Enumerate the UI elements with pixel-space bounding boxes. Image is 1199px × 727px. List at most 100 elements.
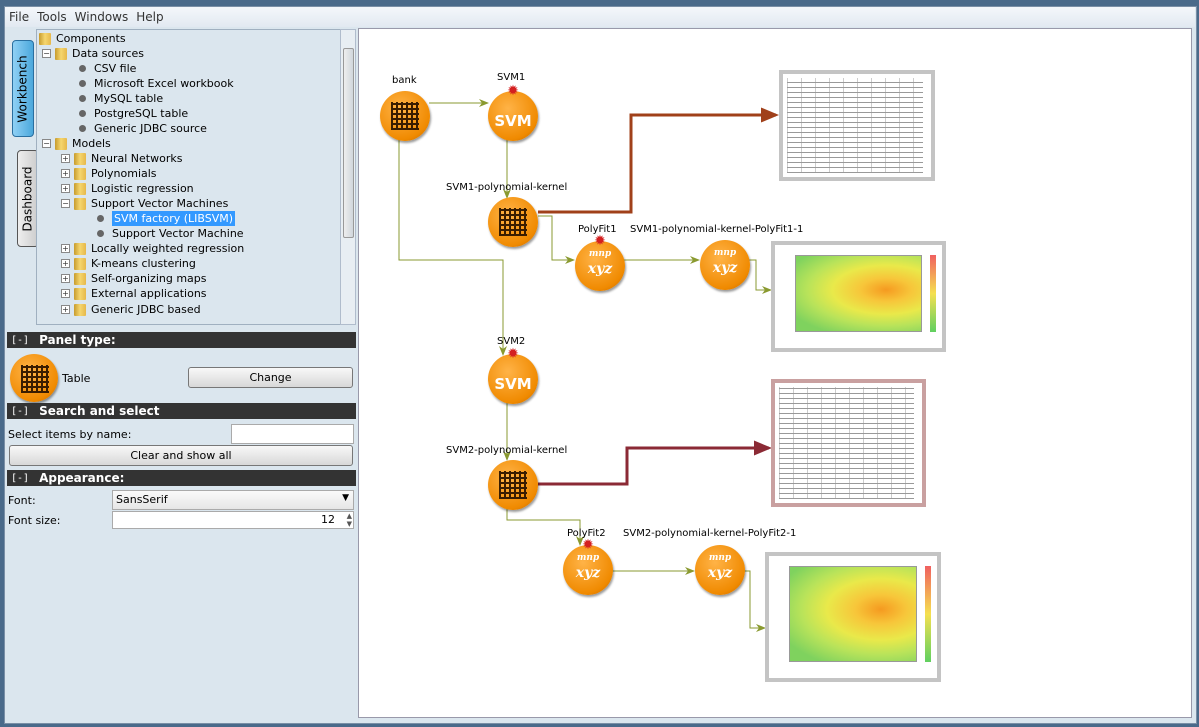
node-bank[interactable] xyxy=(380,91,430,141)
component-tree: Components −Data sources CSV file Micros… xyxy=(36,29,341,325)
tree-item[interactable]: + External applications xyxy=(61,286,207,301)
menu-help[interactable]: Help xyxy=(136,10,164,24)
tree-item[interactable]: +Logistic regression xyxy=(61,181,194,196)
tree-item[interactable]: +Polynomials xyxy=(61,166,157,181)
expand-icon[interactable]: + xyxy=(61,169,70,178)
expand-icon[interactable]: + xyxy=(61,274,70,283)
menu-tools[interactable]: Tools xyxy=(37,10,67,24)
tab-workbench[interactable]: Workbench xyxy=(12,40,34,137)
menu-windows[interactable]: Windows xyxy=(74,10,129,24)
search-header[interactable]: [-]Search and select xyxy=(7,403,356,419)
node-svm2[interactable]: ✹ SVM xyxy=(488,347,538,404)
tree-item[interactable]: + Neural Networks xyxy=(61,151,182,166)
expand-icon[interactable]: + xyxy=(61,305,70,314)
xyz-icon: xyz xyxy=(712,260,738,276)
tree-item[interactable]: Support Vector Machine xyxy=(97,226,244,241)
svm-icon: SVM xyxy=(494,375,532,393)
folder-icon xyxy=(74,197,86,210)
leaf-icon xyxy=(97,215,104,222)
link-kernel1-table xyxy=(538,107,779,214)
expand-icon[interactable]: + xyxy=(61,184,70,193)
tree-label: Support Vector Machine xyxy=(112,227,244,240)
xyz-icon: xyz xyxy=(707,565,733,581)
xyz-icon: mnp xyxy=(576,553,600,563)
plot-panel-1[interactable] xyxy=(771,241,946,352)
font-select[interactable]: SansSerif▼ xyxy=(112,490,354,510)
node-label: SVM2-polynomial-kernel-PolyFit2-1 xyxy=(623,528,797,539)
clear-show-all-button[interactable]: Clear and show all xyxy=(9,445,353,466)
gear-icon: ✹ xyxy=(594,233,606,249)
gear-icon: ✹ xyxy=(507,346,519,362)
collapse-icon[interactable]: − xyxy=(61,199,70,208)
tree-item[interactable]: −Support Vector Machines xyxy=(61,196,228,211)
folder-icon xyxy=(74,182,86,195)
font-size-stepper[interactable]: 12 ▲▼ xyxy=(112,511,354,529)
tree-label: External applications xyxy=(91,287,207,300)
change-button[interactable]: Change xyxy=(188,367,353,388)
tree-root[interactable]: Components xyxy=(39,31,126,46)
collapse-icon[interactable]: − xyxy=(42,139,51,148)
table-type-icon xyxy=(10,354,58,402)
collapse-icon[interactable]: − xyxy=(42,49,51,58)
tree-label: Neural Networks xyxy=(91,152,183,165)
folder-icon xyxy=(74,287,86,300)
search-input[interactable] xyxy=(231,424,354,444)
svm-icon: SVM xyxy=(494,112,532,130)
node-label: SVM2-polynomial-kernel xyxy=(446,445,568,456)
gear-icon: ✹ xyxy=(507,83,519,99)
menu-file[interactable]: File xyxy=(9,10,30,24)
tree-item[interactable]: + K-means clustering xyxy=(61,256,196,271)
appearance-header[interactable]: [-] Appearance: xyxy=(7,470,356,486)
tree-item[interactable]: MySQL table xyxy=(79,91,163,106)
tree-label: Self-organizing maps xyxy=(91,272,207,285)
font-size-value: 12 xyxy=(321,513,335,526)
expand-icon[interactable]: + xyxy=(61,259,70,268)
xyz-icon: xyz xyxy=(575,565,601,581)
leaf-icon xyxy=(79,80,86,87)
tree-item[interactable]: + Self-organizing maps xyxy=(61,271,207,286)
link-kernel2-polyfit2 xyxy=(506,508,584,546)
node-label: SVM1-polynomial-kernel-PolyFit1-1 xyxy=(630,224,804,235)
expand-icon[interactable]: + xyxy=(61,289,70,298)
expand-icon[interactable]: + xyxy=(61,154,70,163)
tree-item[interactable]: +Generic JDBC based xyxy=(61,302,201,317)
tree-label: K-means clustering xyxy=(91,257,196,270)
node-label: bank xyxy=(392,75,417,86)
tree-item[interactable]: PostgreSQL table xyxy=(79,106,188,121)
tree-label: Models xyxy=(72,137,111,150)
tree-scrollbar[interactable] xyxy=(340,29,356,325)
collapse-toggle[interactable]: [-] xyxy=(11,334,30,346)
folder-icon xyxy=(55,137,67,150)
table-panel-1[interactable] xyxy=(779,70,935,181)
tree-data-sources[interactable]: −Data sources xyxy=(42,46,144,61)
collapse-toggle[interactable]: [-] xyxy=(11,472,30,484)
panel-type-header[interactable]: [-]Panel type: xyxy=(7,332,356,348)
tree-item[interactable]: CSV file xyxy=(79,61,136,76)
tree-label: Components xyxy=(56,32,126,45)
tree-item[interactable]: Microsoft Excel workbook xyxy=(79,76,234,91)
collapse-toggle[interactable]: [-] xyxy=(11,405,30,417)
plot-panel-2[interactable] xyxy=(765,552,941,682)
node-svm1[interactable]: ✹ SVM xyxy=(488,84,538,141)
chevron-down-icon: ▼ xyxy=(342,493,349,503)
section-title: Appearance: xyxy=(39,471,125,485)
node-svm1-kernel[interactable] xyxy=(488,197,538,247)
node-svm2-kernel[interactable] xyxy=(488,460,538,510)
expand-icon[interactable]: + xyxy=(61,244,70,253)
tree-label: PostgreSQL table xyxy=(94,107,189,120)
tree-item-selected[interactable]: SVM factory (LIBSVM) xyxy=(97,211,236,226)
table-panel-2[interactable] xyxy=(771,379,926,507)
search-label: Select items by name: xyxy=(8,428,132,441)
tree-item[interactable]: Generic JDBC source xyxy=(79,121,207,136)
spinner-arrows-icon[interactable]: ▲▼ xyxy=(346,512,352,528)
tree-item[interactable]: +Locally weighted regression xyxy=(61,241,244,256)
xyz-icon: mnp xyxy=(588,249,612,259)
folder-icon xyxy=(74,242,86,255)
tree-models[interactable]: − Models xyxy=(42,136,111,151)
scrollbar-thumb[interactable] xyxy=(343,48,354,238)
